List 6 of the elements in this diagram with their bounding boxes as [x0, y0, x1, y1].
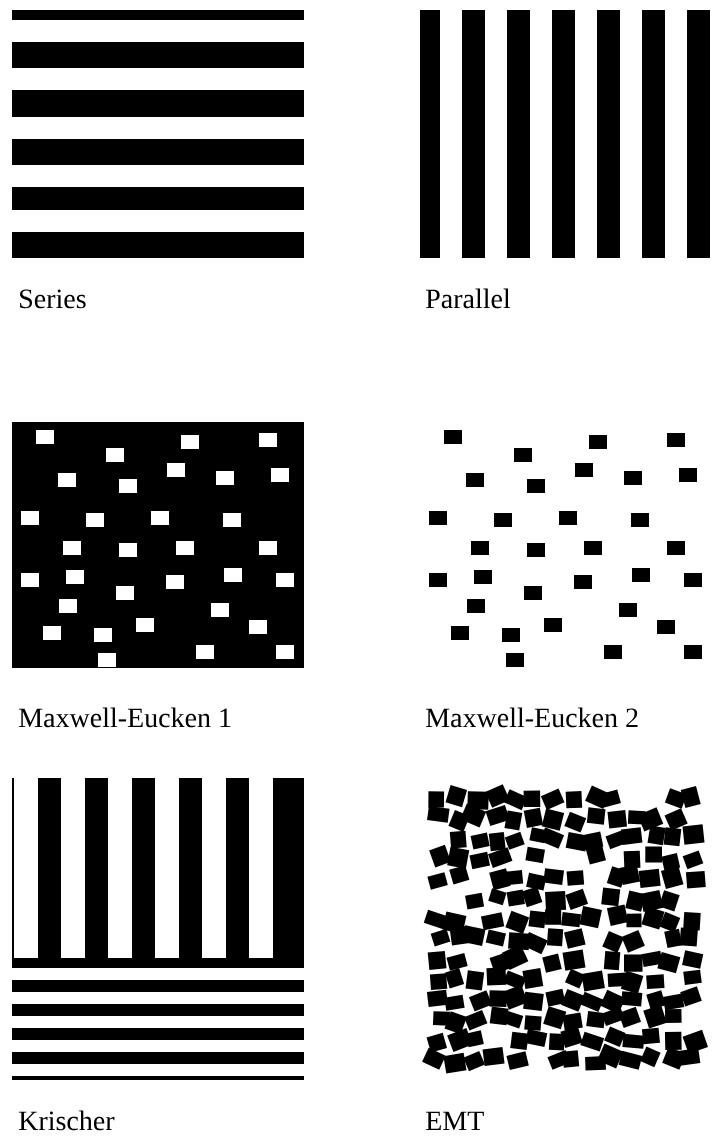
panel-caption: Krischer	[19, 1110, 115, 1131]
panel-caption: EMT	[426, 1111, 484, 1130]
panel-caption: Series	[20, 289, 86, 309]
panel-caption: Maxwell-Eucken 1	[19, 707, 231, 728]
panel-caption: Maxwell-Eucken 2	[426, 707, 638, 728]
panel-caption: Parallel	[426, 288, 511, 309]
